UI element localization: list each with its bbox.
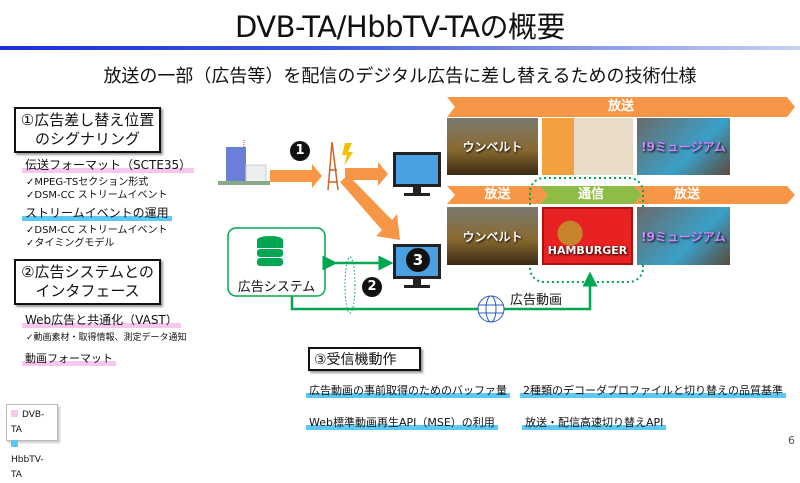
topic-video-format: 動画フォーマット bbox=[22, 350, 116, 366]
legend-swatch bbox=[11, 410, 18, 417]
badge-3-label: 3 bbox=[412, 251, 424, 269]
broadcast-banner: 放送 bbox=[607, 99, 634, 114]
legend-item: DVB-TA bbox=[11, 408, 53, 438]
section3-heading: ③受信機動作 bbox=[308, 347, 421, 371]
ad-video-label: 広告動画 bbox=[510, 293, 563, 308]
broadcast-banner: 放送 bbox=[673, 187, 700, 202]
heading-line: のシグナリング bbox=[34, 130, 140, 148]
ad-delivery-line bbox=[290, 271, 598, 311]
broadcast-banner: 放送 bbox=[484, 187, 511, 202]
program-thumbnail: ウンベルト bbox=[447, 207, 538, 265]
program-thumbnail: ウンベルト bbox=[447, 118, 538, 175]
receiver-item: Web標準動画再生API（MSE）の利用 bbox=[306, 414, 498, 430]
heading-line: インタフェース bbox=[35, 282, 140, 300]
communication-banner: 通信 bbox=[577, 187, 604, 202]
page-number: 6 bbox=[788, 434, 795, 447]
topic-vast: Web広告と共通化（VAST） bbox=[22, 311, 181, 328]
badge-3 bbox=[406, 248, 430, 272]
internet-globe-icon bbox=[477, 295, 505, 323]
broadcaster-building-icon bbox=[218, 140, 270, 185]
legend-label: DVB-TA bbox=[11, 410, 45, 435]
program-thumbnail: !9ミュージアム bbox=[637, 118, 730, 175]
interface-marker bbox=[344, 256, 356, 314]
check-item: ✓DSM-CC ストリームイベント bbox=[26, 190, 168, 201]
title-divider bbox=[0, 46, 800, 50]
check-item: ✓タイミングモデル bbox=[26, 238, 115, 249]
section2-heading: ②広告システムとの インタフェース bbox=[14, 259, 161, 305]
badge-2-label: 2 bbox=[367, 279, 377, 294]
heading-line: ①広告差し替え位置 bbox=[20, 111, 155, 129]
broadcast-banner-shape bbox=[447, 97, 795, 117]
heading-line: ②広告システムとの bbox=[21, 263, 154, 281]
ad-system-label: 広告システム bbox=[237, 280, 316, 295]
receiver-item: 2種類のデコーダプロファイルと切り替えの品質基準 bbox=[520, 382, 786, 398]
broadcast-arrow bbox=[340, 175, 400, 240]
database-icon bbox=[257, 236, 283, 266]
section1-heading: ①広告差し替え位置 のシグナリング bbox=[14, 107, 161, 153]
ad-thumbnail: HAMBURGER bbox=[542, 207, 633, 265]
badge-2 bbox=[362, 277, 382, 297]
tv-icon bbox=[393, 152, 441, 196]
receiver-item: 放送・配信高速切り替えAPI bbox=[522, 414, 667, 430]
check-item: ✓動画素材・取得情報、測定データ通知 bbox=[26, 333, 187, 343]
badge-1-label: 1 bbox=[295, 143, 305, 158]
subtitle: 放送の一部（広告等）を配信のデジタル広告に差し替えるための技術仕様 bbox=[103, 66, 697, 87]
legend-swatch bbox=[11, 440, 18, 447]
broadcast-arrow bbox=[270, 164, 322, 188]
topic-transport-format: 伝送フォーマット（SCTE35） bbox=[22, 156, 195, 173]
lightning-icon bbox=[342, 143, 353, 166]
program-thumbnail: !9ミュージアム bbox=[637, 207, 730, 265]
broadcast-arrow bbox=[345, 162, 388, 186]
page-title: DVB-TA/HbbTV-TAの概要 bbox=[234, 10, 566, 44]
badge-1 bbox=[290, 141, 310, 161]
topic-stream-event: ストリームイベントの運用 bbox=[22, 204, 172, 221]
check-item: ✓DSM-CC ストリームイベント bbox=[26, 225, 168, 236]
broadcast-tower-icon bbox=[327, 141, 339, 191]
diagram-graphics bbox=[218, 97, 795, 323]
legend-label: HbbTV-TA bbox=[11, 455, 44, 480]
receiver-item: 広告動画の事前取得のためのバッファ量 bbox=[306, 382, 510, 398]
check-item: ✓MPEG-TSセクション形式 bbox=[26, 177, 149, 188]
program-thumbnail bbox=[542, 118, 633, 175]
